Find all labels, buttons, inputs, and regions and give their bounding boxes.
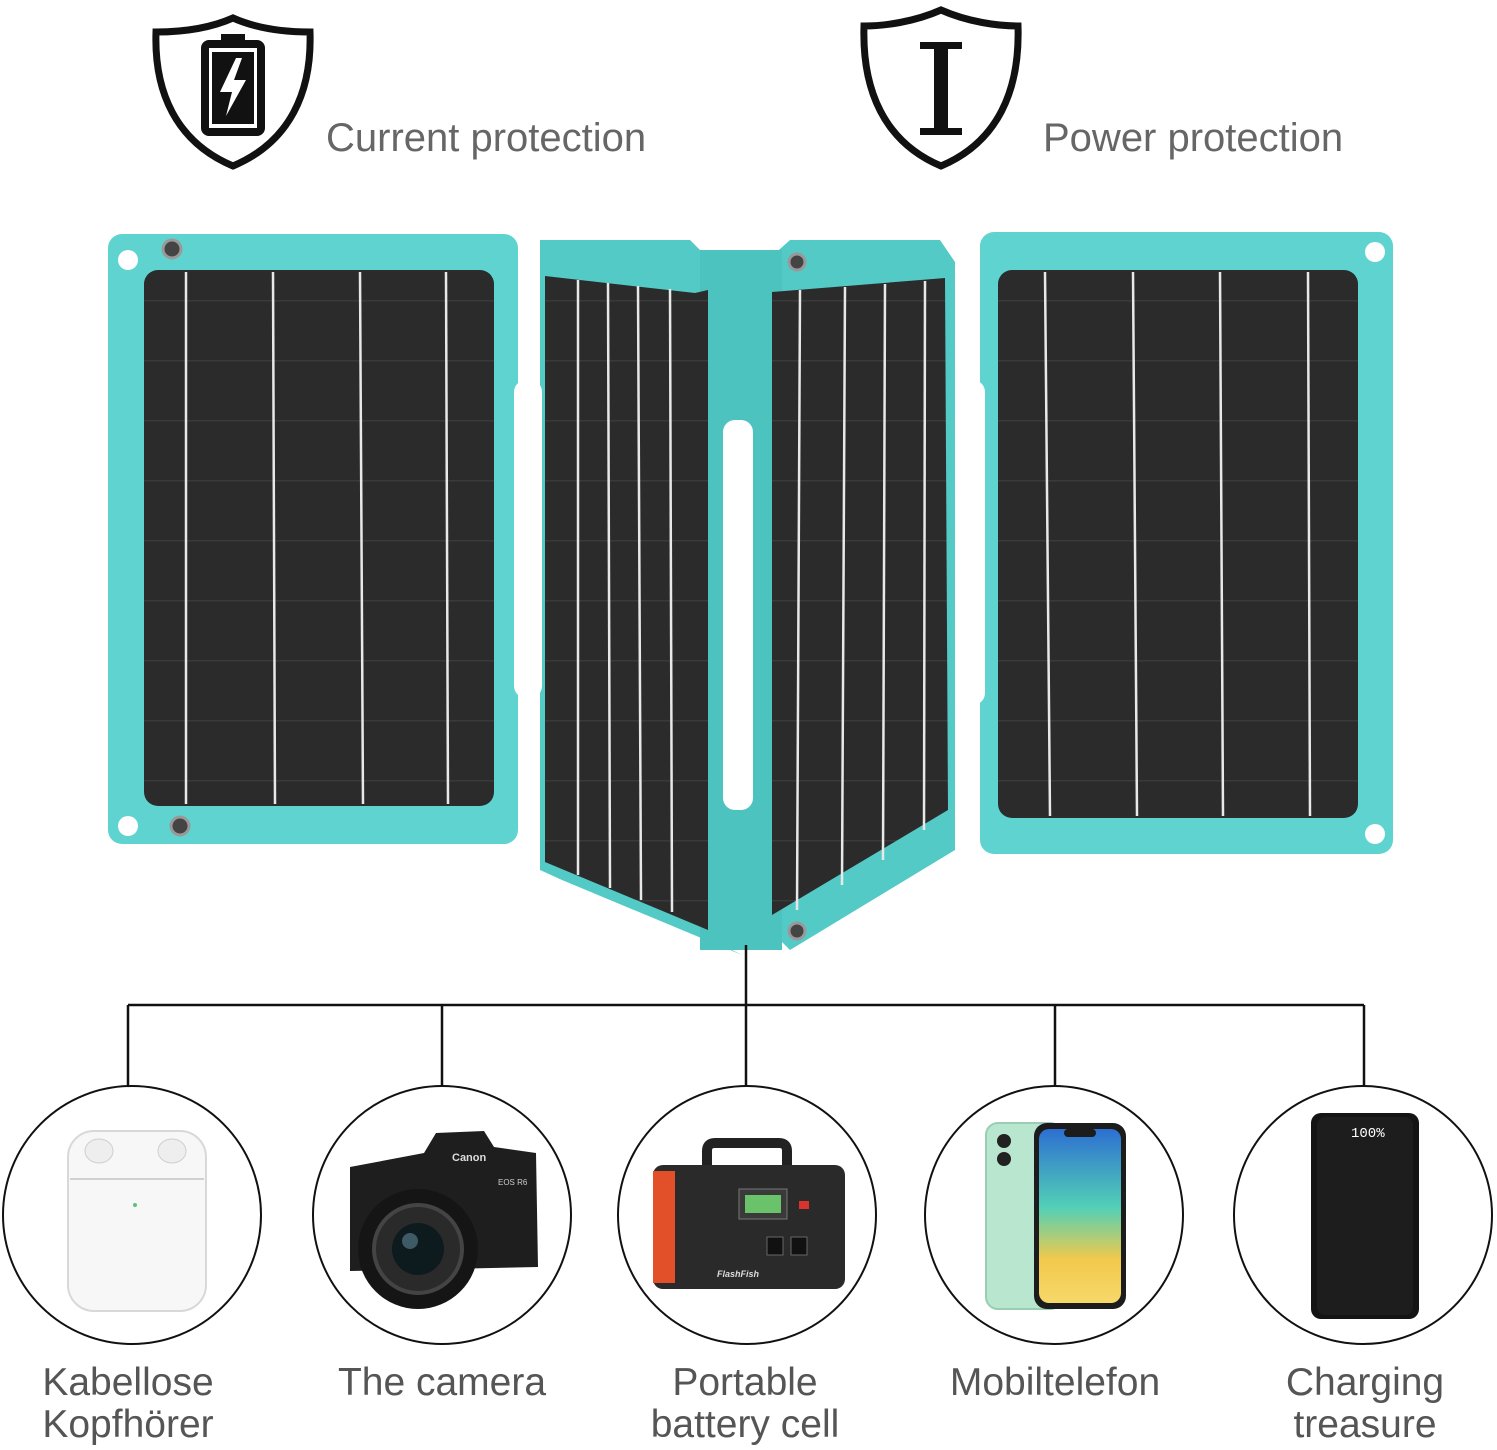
device-smartphone	[924, 1085, 1184, 1345]
solar-panel-image	[108, 232, 1393, 955]
current-protection-label: Current protection	[326, 116, 647, 160]
device-label-line1: Charging	[1285, 1361, 1445, 1404]
device-label-line1: Kabellose	[42, 1361, 214, 1404]
power-station-icon: FlashFish	[653, 1138, 845, 1289]
device-power-station: FlashFish	[617, 1085, 877, 1345]
device-label-earbuds: Kabellose Kopfhörer	[0, 1362, 278, 1446]
smartphone-icon	[985, 1122, 1126, 1310]
device-earbuds	[2, 1085, 262, 1345]
device-label-line1: Mobiltelefon	[949, 1361, 1161, 1404]
device-label-smartphone: Mobiltelefon	[905, 1362, 1205, 1404]
camera-brand: Canon	[452, 1152, 487, 1164]
device-label-line2: battery cell	[650, 1403, 840, 1446]
device-camera: Canon EOS R6	[312, 1085, 572, 1345]
station-brand: FlashFish	[717, 1269, 760, 1279]
earbuds-case-icon	[67, 1130, 207, 1312]
power-protection-label: Power protection	[1043, 116, 1344, 160]
camera-model: EOS R6	[498, 1178, 528, 1187]
battery-shield-icon	[152, 14, 314, 170]
device-label-station: Portable battery cell	[595, 1362, 895, 1446]
device-label-camera: The camera	[292, 1362, 592, 1404]
device-label-line1: The camera	[337, 1361, 547, 1404]
powerbank-display: 100%	[1351, 1126, 1385, 1142]
connector-lines	[126, 945, 1366, 1086]
device-label-line2: Kopfhörer	[42, 1403, 214, 1446]
device-label-powerbank: Charging treasure	[1215, 1362, 1497, 1446]
power-bank-icon: 100%	[1311, 1113, 1419, 1319]
device-label-line2: treasure	[1293, 1403, 1437, 1446]
power-shield-icon	[860, 6, 1022, 170]
device-power-bank: 100%	[1233, 1085, 1493, 1345]
camera-icon: Canon EOS R6	[350, 1131, 538, 1309]
device-label-line1: Portable	[672, 1361, 818, 1404]
